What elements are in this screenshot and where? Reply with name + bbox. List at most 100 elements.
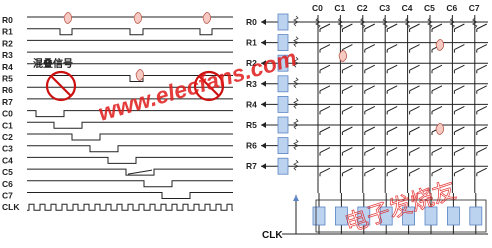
key-switch	[364, 147, 376, 156]
signal-label-c5: C5	[2, 167, 13, 177]
key-switch	[476, 64, 488, 74]
signal-label-c6: C6	[2, 179, 13, 189]
pullup-resistor	[427, 17, 433, 29]
key-switch	[341, 85, 353, 94]
key-switch	[453, 167, 465, 177]
row-resistor	[293, 77, 299, 89]
arrow-head-icon	[261, 39, 266, 46]
pullup-resistor	[337, 17, 344, 29]
row-mux-block	[277, 96, 289, 113]
key-switch	[453, 147, 465, 156]
key-switch	[386, 126, 398, 135]
pullup-resistor	[359, 17, 366, 29]
row-mux-block	[277, 75, 289, 93]
key-switch	[409, 147, 420, 156]
signal-label-r3: R3	[2, 50, 13, 60]
no-sign-slash	[198, 75, 220, 97]
key-switch	[431, 167, 443, 177]
no-sign-slash	[50, 75, 72, 97]
waveform-c1	[27, 121, 233, 129]
signal-label-r7: R7	[2, 97, 13, 107]
signal-label-r5: R5	[2, 74, 13, 84]
waveform-clk	[27, 203, 233, 211]
row-mux-block	[277, 54, 289, 72]
row-mux-block	[277, 157, 289, 175]
column-label-c0: C0	[312, 3, 323, 13]
key-switch	[386, 167, 398, 177]
key-switch	[386, 64, 398, 74]
signal-label-c3: C3	[2, 144, 13, 154]
up-arrow-icon	[293, 195, 299, 201]
signal-label-c1: C1	[2, 120, 13, 130]
row-mux-block	[277, 137, 289, 155]
pullup-resistor	[471, 17, 478, 29]
signal-label-r4: R4	[2, 62, 13, 72]
flipflop-chain	[312, 199, 487, 233]
waveform-r1	[27, 28, 233, 36]
key-switch	[319, 105, 331, 115]
row-label-r7: R7	[246, 161, 257, 171]
key-switch	[431, 64, 443, 74]
key-switch	[476, 44, 488, 53]
column-label-c4: C4	[402, 3, 413, 13]
signal-label-r2: R2	[2, 38, 13, 48]
key-switch	[476, 105, 488, 115]
signal-label-clk: CLK	[2, 202, 20, 212]
row-mux-block	[277, 34, 289, 51]
key-switch	[319, 126, 331, 135]
key-switch	[364, 23, 376, 32]
flipflop-block	[446, 206, 460, 226]
pullup-resistor	[382, 17, 389, 29]
mux-blocks	[277, 13, 289, 175]
key-switch	[476, 147, 488, 156]
key-switch	[431, 105, 443, 115]
key-switch	[319, 23, 331, 32]
flipflop-block	[312, 206, 326, 226]
finger-press-icon	[133, 12, 143, 24]
signal-label-c0: C0	[2, 109, 13, 119]
row-resistor	[293, 118, 299, 130]
key-switch	[364, 64, 376, 74]
column-label-c6: C6	[446, 3, 457, 13]
matrix-wires	[261, 15, 488, 235]
signal-label-c7: C7	[2, 191, 13, 201]
timing-markers	[45, 12, 225, 102]
key-switch	[341, 147, 353, 156]
key-switch	[364, 85, 376, 94]
key-switch	[409, 105, 420, 115]
column-label-c2: C2	[357, 3, 368, 13]
noise-label: 混叠信号	[33, 57, 73, 70]
key-switch	[476, 23, 488, 32]
finger-press-icon	[338, 50, 348, 62]
row-resistor	[293, 56, 299, 68]
key-switch	[364, 105, 376, 115]
arrow-head-icon	[261, 60, 266, 67]
key-switch	[409, 85, 420, 94]
flipflop-block	[357, 206, 371, 226]
column-label-c7: C7	[469, 3, 480, 13]
signal-label-r0: R0	[2, 15, 13, 25]
matrix-keys	[319, 23, 488, 177]
key-switch	[476, 85, 488, 94]
finger-press-icon	[202, 12, 212, 24]
key-switch	[453, 64, 465, 74]
arrow-head-icon	[261, 142, 266, 149]
row-label-r3: R3	[246, 79, 257, 89]
key-switch	[319, 167, 331, 177]
row-label-r6: R6	[246, 141, 257, 151]
key-switch	[453, 105, 465, 115]
column-label-c1: C1	[334, 3, 345, 13]
row-label-r0: R0	[246, 17, 257, 27]
pullup-resistor	[315, 17, 321, 29]
arrow-head-icon	[261, 163, 266, 170]
column-label-c3: C3	[379, 3, 390, 13]
waveform-r5	[27, 75, 233, 82]
key-switch	[409, 44, 420, 53]
key-switch	[364, 167, 376, 177]
signal-label-c2: C2	[2, 132, 13, 142]
